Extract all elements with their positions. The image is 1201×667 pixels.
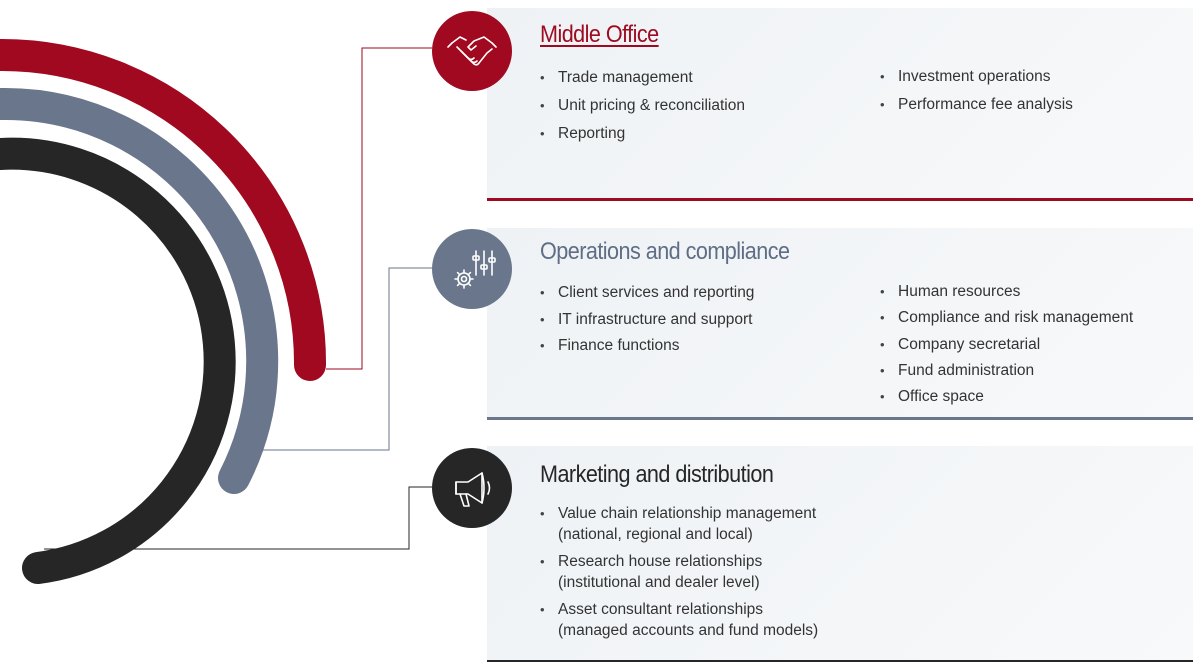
operations-arc bbox=[0, 87, 279, 494]
middle-office-list-right: Investment operations Performance fee an… bbox=[880, 63, 1073, 119]
list-item: Value chain relationship management (nat… bbox=[540, 503, 818, 545]
list-item: Research house relationships (institutio… bbox=[540, 551, 818, 593]
list-item-line: Value chain relationship management bbox=[558, 505, 817, 522]
handshake-icon bbox=[447, 36, 497, 66]
list-item: Compliance and risk management bbox=[880, 305, 1133, 332]
list-item: Reporting bbox=[540, 120, 745, 148]
list-item-subline: (managed accounts and fund models) bbox=[558, 622, 819, 639]
list-item: Office space bbox=[880, 384, 1133, 411]
list-item-line: Research house relationships bbox=[558, 553, 763, 570]
marketing-list: Value chain relationship management (nat… bbox=[540, 503, 818, 647]
list-item: Fund administration bbox=[880, 358, 1133, 385]
middle-office-badge bbox=[432, 11, 512, 91]
list-item: IT infrastructure and support bbox=[540, 307, 754, 334]
list-item: Client services and reporting bbox=[540, 280, 754, 307]
middle-office-connector bbox=[326, 47, 432, 370]
marketing-arc bbox=[0, 137, 236, 584]
marketing-badge bbox=[432, 448, 512, 528]
list-item-subline: (institutional and dealer level) bbox=[558, 574, 760, 591]
list-item: Investment operations bbox=[880, 63, 1073, 91]
list-item: Trade management bbox=[540, 64, 745, 92]
list-item: Asset consultant relationships (managed … bbox=[540, 599, 818, 641]
list-item: Unit pricing & reconciliation bbox=[540, 92, 745, 120]
list-item-subline: (national, regional and local) bbox=[558, 526, 753, 543]
gear-sliders-icon bbox=[454, 250, 496, 289]
operations-badge bbox=[432, 229, 512, 309]
operations-list-right: Human resources Compliance and risk mana… bbox=[880, 279, 1133, 411]
middle-office-list-left: Trade management Unit pricing & reconcil… bbox=[540, 64, 745, 148]
operations-connector bbox=[262, 267, 432, 451]
operations-list-left: Client services and reporting IT infrast… bbox=[540, 280, 754, 360]
operations-title[interactable]: Operations and compliance bbox=[540, 238, 790, 265]
list-item: Human resources bbox=[880, 279, 1133, 306]
megaphone-icon bbox=[455, 472, 491, 507]
list-item: Performance fee analysis bbox=[880, 91, 1073, 119]
list-item: Company secretarial bbox=[880, 332, 1133, 359]
middle-office-arc bbox=[0, 38, 327, 381]
middle-office-title[interactable]: Middle Office bbox=[540, 21, 659, 48]
list-item: Finance functions bbox=[540, 333, 754, 360]
marketing-connector bbox=[44, 486, 432, 550]
list-item-line: Asset consultant relationships bbox=[558, 601, 764, 618]
marketing-title[interactable]: Marketing and distribution bbox=[540, 461, 774, 488]
